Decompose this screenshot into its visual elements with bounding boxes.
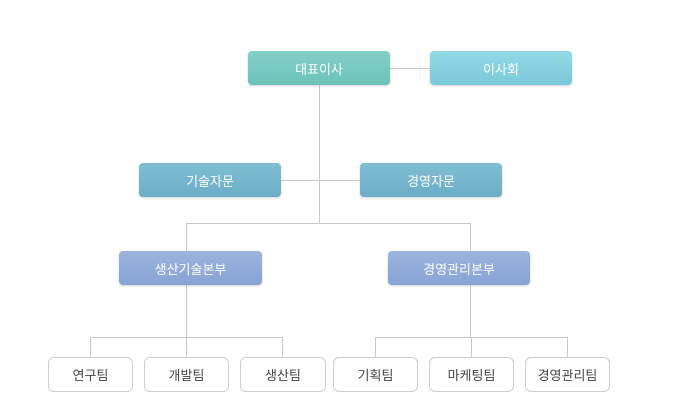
team-drop-line bbox=[282, 337, 283, 357]
development-team-node: 개발팀 bbox=[144, 357, 229, 392]
management-team-node: 경영관리팀 bbox=[525, 357, 610, 392]
team-drop-line bbox=[375, 337, 376, 357]
division-1-drop-line bbox=[186, 223, 187, 251]
management-division-node: 경영관리본부 bbox=[388, 251, 530, 285]
team-drop-line bbox=[186, 337, 187, 357]
ceo-board-connector bbox=[390, 68, 430, 69]
board-node: 이사회 bbox=[430, 51, 572, 85]
management-advisory-node: 경영자문 bbox=[360, 163, 502, 197]
ceo-node: 대표이사 bbox=[248, 51, 390, 85]
marketing-team-node: 마케팅팀 bbox=[429, 357, 514, 392]
advisory-connector bbox=[281, 180, 360, 181]
division-branch-line bbox=[186, 223, 470, 224]
planning-team-node: 기획팀 bbox=[333, 357, 418, 392]
team-drop-line bbox=[90, 337, 91, 357]
research-team-node: 연구팀 bbox=[48, 357, 133, 392]
production-team-node: 생산팀 bbox=[240, 357, 326, 392]
team-drop-line bbox=[567, 337, 568, 357]
team-drop-line bbox=[471, 337, 472, 357]
division-2-trunk-line bbox=[470, 285, 471, 337]
tech-advisory-node: 기술자문 bbox=[139, 163, 281, 197]
division-1-trunk-line bbox=[186, 285, 187, 337]
ceo-trunk-line bbox=[319, 85, 320, 223]
production-tech-division-node: 생산기술본부 bbox=[119, 251, 262, 285]
division-2-drop-line bbox=[470, 223, 471, 251]
